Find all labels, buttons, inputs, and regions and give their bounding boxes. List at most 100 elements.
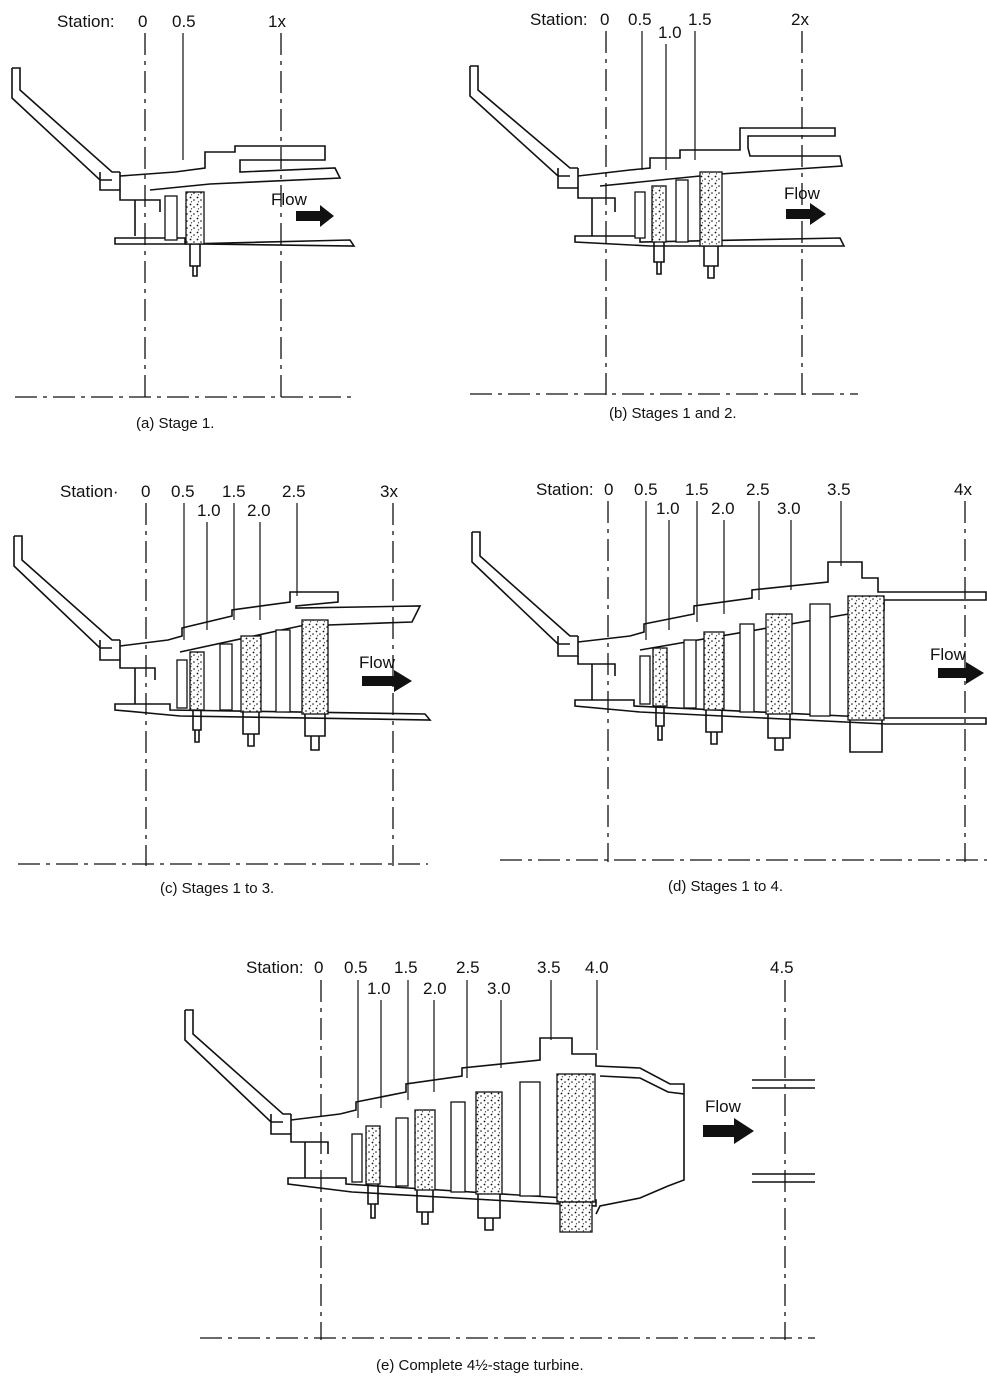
outer-casing [577, 127, 843, 187]
station-label: 3x [380, 482, 398, 501]
station-title: Station: [536, 480, 594, 499]
station-label: 0 [604, 480, 613, 499]
rotor-blade [652, 647, 668, 707]
blade-root [477, 1194, 501, 1231]
rotor-blade [683, 639, 697, 709]
station-label: 1x [268, 12, 286, 31]
station-label: 1.5 [685, 480, 709, 499]
inlet-strut [469, 65, 579, 189]
flow-label: Flow [271, 190, 308, 209]
rotor-blade [450, 1101, 466, 1193]
station-label: 0.5 [628, 10, 652, 29]
inner-hub [287, 1177, 597, 1207]
panel-caption: (b) Stages 1 and 2. [609, 405, 737, 422]
rotor-blade [275, 629, 291, 713]
station-label: 1.0 [658, 23, 682, 42]
station-label: 4.5 [770, 958, 794, 977]
station-label: 1.5 [394, 958, 418, 977]
rotor-blade [639, 655, 651, 705]
blade-root [767, 714, 791, 751]
inner-hub [574, 699, 987, 725]
rotor-blade [185, 191, 205, 245]
inlet-strut [13, 535, 121, 661]
cavity-detail [290, 1134, 329, 1178]
station-label: 0.5 [171, 482, 195, 501]
blade-root [367, 1184, 379, 1219]
outlet-flange [752, 1079, 815, 1183]
flow-label: Flow [930, 645, 967, 664]
outer-casing [119, 591, 422, 653]
inner-hub [114, 703, 432, 721]
flow-label: Flow [359, 653, 396, 672]
station-label: 2.5 [282, 482, 306, 501]
outer-casing [290, 1037, 685, 1215]
station-label: 0 [138, 12, 147, 31]
rotor-blade [634, 191, 646, 239]
station-title: Station: [246, 958, 304, 977]
flow-arrow-icon [786, 203, 826, 225]
flow-arrow-icon [938, 662, 984, 684]
panel-b: Station: 0 0.5 1.0 1.5 2x Flow (b) Stage… [469, 10, 858, 422]
rotor-blade [189, 651, 205, 711]
station-label: 1.5 [688, 10, 712, 29]
panel-c: Station· 0 0.5 1.0 1.5 2.0 2.5 3x Flow (… [13, 482, 432, 897]
flow-arrow-icon [362, 670, 412, 692]
panel-d: Station: 0 0.5 1.0 1.5 2.0 2.5 3.0 3.5 4… [471, 480, 987, 895]
rotor-blade [847, 595, 885, 721]
rotor-blade [240, 635, 262, 713]
rotor-blade [176, 659, 188, 709]
station-label: 0 [600, 10, 609, 29]
station-label: 0 [314, 958, 323, 977]
station-label: 1.5 [222, 482, 246, 501]
station-label: 1.0 [367, 979, 391, 998]
station-label: 2.0 [423, 979, 447, 998]
station-label: 0 [141, 482, 150, 501]
station-label: 0.5 [344, 958, 368, 977]
station-title: Station: [530, 10, 588, 29]
station-label: 4.0 [585, 958, 609, 977]
flow-arrow-icon [296, 205, 334, 227]
blade-root [655, 706, 665, 741]
station-label: 0.5 [634, 480, 658, 499]
station-title: Station: [57, 12, 115, 31]
rotor-blade [475, 1091, 503, 1195]
rotor-blade [519, 1081, 541, 1197]
blade-root [416, 1190, 434, 1225]
blade-root [703, 246, 719, 279]
blade-root [192, 710, 202, 743]
station-label: 3.0 [487, 979, 511, 998]
rotor-blade [219, 643, 233, 711]
rotor-blade [651, 185, 667, 243]
station-label: 1.0 [197, 501, 221, 520]
panel-caption: (a) Stage 1. [136, 415, 214, 432]
cavity-detail [119, 190, 161, 236]
rotor-blade [395, 1117, 409, 1187]
rotor-blade [675, 179, 689, 243]
outer-casing [577, 561, 987, 651]
rotor-blade [765, 613, 793, 715]
station-label: 0.5 [172, 12, 196, 31]
inlet-strut [11, 67, 121, 191]
flow-arrow-icon [703, 1118, 754, 1144]
blade-root [189, 244, 201, 277]
inner-hub [114, 237, 356, 247]
blade-root [242, 712, 260, 747]
cavity-detail [119, 660, 156, 704]
rotor-blade [809, 603, 831, 717]
blade-root [705, 710, 723, 745]
cavity-detail [577, 656, 616, 700]
station-label: 2x [791, 10, 809, 29]
rotor-blade [164, 195, 178, 241]
inlet-strut [184, 1009, 292, 1135]
station-label: 3.0 [777, 499, 801, 518]
panel-caption: (c) Stages 1 to 3. [160, 880, 274, 897]
rotor-blade [301, 619, 329, 715]
station-label: 3.5 [537, 958, 561, 977]
rotor-blade [703, 631, 725, 711]
station-label: 2.5 [456, 958, 480, 977]
panel-caption: (d) Stages 1 to 4. [668, 878, 783, 895]
rotor-blade [699, 171, 723, 247]
panel-a: Station: 0 0.5 1x Flow (a) Stage 1. [11, 12, 357, 432]
blade-root [849, 720, 883, 753]
panel-caption: (e) Complete 4½-stage turbine. [376, 1357, 584, 1374]
